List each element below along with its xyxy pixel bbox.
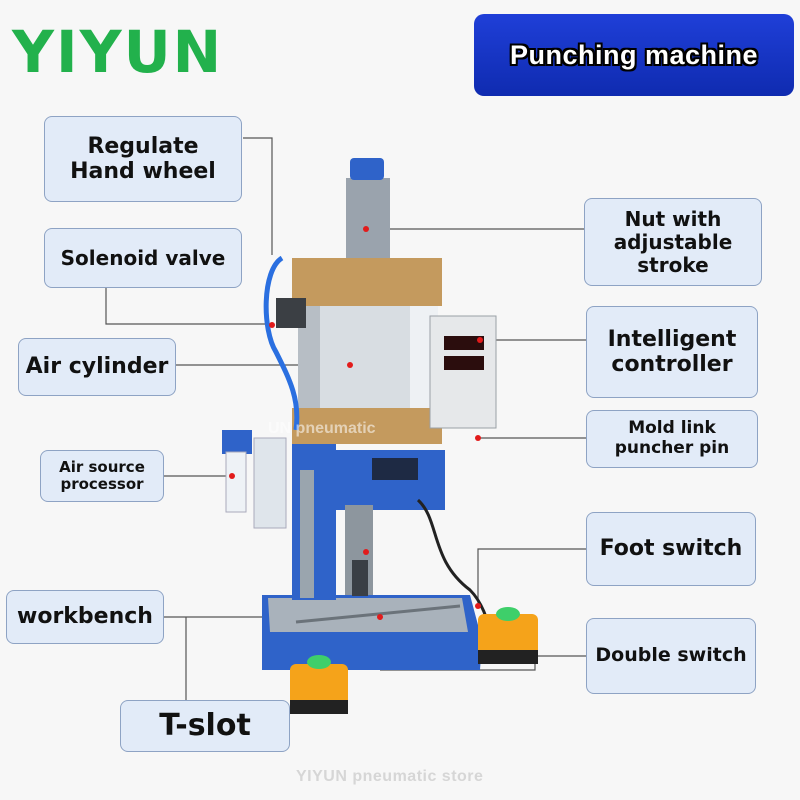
upper-cap xyxy=(292,258,442,306)
lower-cap xyxy=(292,408,442,444)
label-double-switch: Double switch xyxy=(586,618,756,694)
label-air-source-processor: Air source processor xyxy=(40,450,164,502)
label-workbench: workbench xyxy=(6,590,164,644)
label-air-cylinder: Air cylinder xyxy=(18,338,176,396)
label-t-slot: T-slot xyxy=(120,700,290,752)
label-text: T-slot xyxy=(159,707,251,743)
label-text: Regulate Hand wheel xyxy=(70,133,216,184)
guide-column xyxy=(300,470,314,598)
title-banner: Punching machine xyxy=(474,14,794,96)
label-text: Air cylinder xyxy=(25,354,169,380)
watermark-bottom: YIYUN pneumatic store xyxy=(296,768,484,785)
t-slot-groove xyxy=(295,604,461,624)
hand-wheel-cap xyxy=(350,158,384,180)
label-text: Air source processor xyxy=(59,457,145,493)
label-solenoid-valve: Solenoid valve xyxy=(44,228,242,288)
controller-box xyxy=(429,315,497,429)
label-text: Nut with adjustable stroke xyxy=(613,206,733,277)
brand-logo: YIYUN xyxy=(12,18,224,86)
label-foot-switch: Foot switch xyxy=(586,512,756,586)
label-text: Double switch xyxy=(595,644,747,667)
label-regulate-hand-wheel: Regulate Hand wheel xyxy=(44,116,242,202)
watermark-middle: UN pneumatic xyxy=(268,420,376,437)
label-text: Foot switch xyxy=(599,536,743,562)
label-text: Solenoid valve xyxy=(60,245,226,270)
label-text: workbench xyxy=(17,604,153,630)
stroke-nut xyxy=(346,178,390,258)
marker-dots xyxy=(229,226,483,620)
label-text: Mold link puncher pin xyxy=(614,418,730,458)
page-title: Punching machine xyxy=(509,39,759,70)
label-mold-link-puncher-pin: Mold link puncher pin xyxy=(586,410,758,468)
label-text: Intelligent controller xyxy=(607,326,737,377)
label-nut-adjustable-stroke: Nut with adjustable stroke xyxy=(584,198,762,286)
air-hose xyxy=(263,255,300,431)
label-intelligent-controller: Intelligent controller xyxy=(586,306,758,398)
filter-bowl xyxy=(225,451,247,513)
air-regulator xyxy=(222,430,252,454)
solenoid-valve xyxy=(276,298,306,328)
